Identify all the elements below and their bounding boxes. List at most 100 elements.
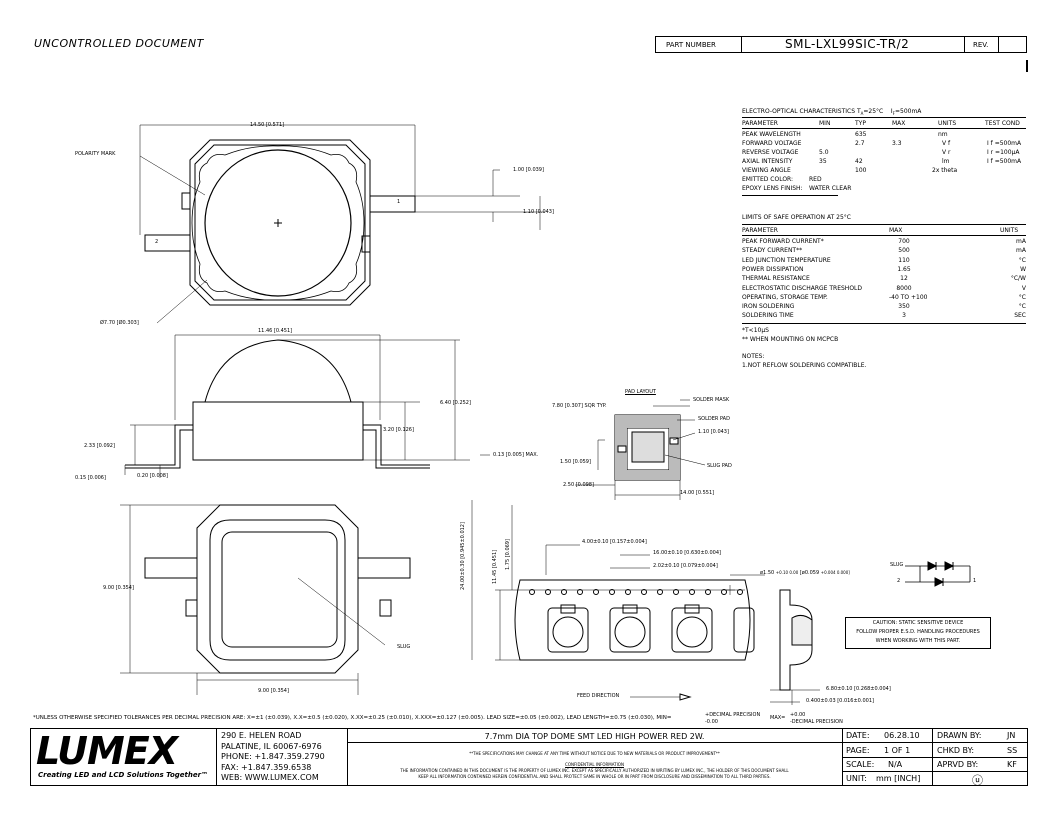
chkd-value: SS (1007, 746, 1018, 755)
pad-d1400: 14.00 [0.551] (680, 490, 715, 496)
eo-header-row: PARAMETER MIN TYP MAX UNITS TEST COND (742, 120, 1020, 127)
addr-web: WEB: WWW.LUMEX.COM (221, 773, 319, 782)
caution-box: CAUTION: STATIC SENSITIVE DEVICE FOLLOW … (845, 617, 991, 649)
lumex-logo: LUMEX (36, 729, 178, 773)
date-label: DATE: (846, 731, 870, 740)
part-number-label: PART NUMBER (666, 41, 716, 49)
tape-drawing (471, 500, 820, 705)
tape-t4: ø1.50 +0.10 0.00 [ø0.059 +0.004 0.000] (760, 570, 850, 576)
dim-diameter: Ø7.70 [Ø0.303] (100, 320, 139, 326)
side-view (124, 334, 490, 478)
pad-solder-mask: SOLDER MASK (693, 397, 730, 403)
confidential-2: KEEP ALL INFORMATION CONTAINED HEREIN CO… (418, 774, 771, 779)
pad-d250: 2.50 [0.098] (563, 482, 594, 488)
notes-1: 1.NOT REFLOW SOLDERING COMPATIBLE. (742, 362, 867, 369)
dim-020: 0.20 [0.008] (137, 473, 168, 479)
limits-row: OPERATING, STORAGE TEMP.-40 TO +100°C (742, 293, 1026, 301)
feed-direction: FEED DIRECTION (577, 693, 620, 699)
slug-label: SLUG (397, 644, 411, 650)
caution-l2: FOLLOW PROPER E.S.D. HANDLING PROCEDURES (856, 629, 980, 635)
dim-top-width: 14.50 [0.571] (250, 122, 285, 128)
addr-fax: FAX: +1.847.359.6538 (221, 763, 312, 772)
addr-phone: PHONE: +1.847.359.2790 (221, 752, 325, 761)
pad-d150: 1.50 [0.059] (560, 459, 591, 465)
eo-title: ELECTRO-OPTICAL CHARACTERISTICS TA=25°C … (742, 108, 922, 117)
date-value: 06.28.10 (884, 731, 920, 740)
limits-note1: *T<10μS (742, 327, 769, 334)
schem-slug: SLUG (890, 562, 904, 568)
uncontrolled-label: UNCONTROLLED DOCUMENT (34, 37, 204, 50)
unit-value: mm [INCH] (876, 774, 921, 783)
tol-max-top: +0.00 (790, 712, 806, 718)
dim-233: 2.33 [0.092] (84, 443, 115, 449)
tape-v3: 1.75 [0.069] (505, 539, 511, 570)
notes-title: NOTES: (742, 353, 765, 360)
dim-013: 0.13 [0.005] MAX. (493, 452, 539, 458)
eo-lens-row: EPOXY LENS FINISH:WATER CLEAR (742, 185, 852, 192)
schem-pin2: 2 (897, 578, 901, 584)
tape-v1: 24.00±0.30 [0.945±0.012] (460, 522, 466, 590)
tape-t6: 0.400±0.03 [0.016±0.001] (806, 698, 874, 704)
scale-label: SCALE: (846, 760, 875, 769)
pad-solder-pad: SOLDER PAD (698, 416, 730, 422)
drawn-label: DRAWN BY: (937, 731, 982, 740)
tol-min-bot: -0.00 (705, 719, 718, 725)
pad-slug-pad: SLUG PAD (707, 463, 732, 469)
limits-note2: ** WHEN MOUNTING ON MCPCB (742, 336, 839, 343)
pad-layout-drawing (575, 399, 706, 500)
dim-bottom-width: 9.00 [0.354] (258, 688, 289, 694)
ul-mark-icon: ⓤ (972, 774, 983, 787)
addr-1: 290 E. HELEN ROAD (221, 731, 302, 740)
eo-emitted-row: EMITTED COLOR:RED (742, 176, 822, 183)
confidential-title: CONFIDENTIAL INFORMATION (565, 762, 624, 767)
unit-label: UNIT: (846, 774, 867, 783)
tape-t1: 4.00±0.10 [0.157±0.004] (582, 539, 647, 545)
scale-value: N/A (888, 760, 903, 769)
dim-bottom-height: 9.00 [0.354] (103, 585, 134, 591)
dim-side-width: 11.46 [0.451] (258, 328, 293, 334)
dim-d1: 1.00 [0.039] (513, 167, 544, 173)
dim-height: 6.40 [0.252] (440, 400, 471, 406)
limits-header-row: PARAMETER MAX UNITS (742, 227, 1019, 234)
addr-2: PALATINE, IL 60067-6976 (221, 742, 322, 751)
spec-note: **THE SPECIFICATIONS MAY CHANGE AT ANY T… (469, 751, 720, 756)
part-number-box (655, 36, 1027, 53)
dim-015: 0.15 [0.006] (75, 475, 106, 481)
tolerance-text: *UNLESS OTHERWISE SPECIFIED TOLERANCES P… (33, 715, 672, 721)
part-description: 7.7mm DIA TOP DOME SMT LED HIGH POWER RE… (484, 732, 705, 741)
bottom-view (120, 504, 411, 695)
page-value: 1 OF 1 (884, 746, 911, 755)
aprvd-value: KF (1007, 760, 1017, 769)
schem-pin1: 1 (973, 578, 977, 584)
dim-body-height: 3.20 [0.126] (383, 427, 414, 433)
chkd-label: CHKD BY: (937, 746, 975, 755)
tol-max-label: MAX= (770, 715, 786, 721)
pad-layout-title: PAD LAYOUT (625, 389, 656, 395)
pin-1-label: 1 (397, 199, 401, 205)
tape-t5: 6.80±0.10 [0.268±0.004] (826, 686, 891, 692)
limits-title: LIMITS OF SAFE OPERATION AT 25°C (742, 214, 851, 221)
dim-d2: 1.10 [0.043] (523, 209, 554, 215)
part-number-value: SML-LXL99SIC-TR/2 (785, 37, 910, 51)
aprvd-label: APRVD BY: (937, 760, 979, 769)
tape-t2: 16.00±0.10 [0.630±0.004] (653, 550, 721, 556)
caution-l1: CAUTION: STATIC SENSITIVE DEVICE (872, 620, 964, 626)
confidential-1: THE INFORMATION CONTAINED IN THIS DOCUME… (400, 768, 789, 773)
caution-l3: WHEN WORKING WITH THIS PART. (875, 638, 961, 644)
page-label: PAGE: (846, 746, 870, 755)
rev-label: REV. (973, 41, 989, 49)
tol-min-top: +DECIMAL PRECISION (705, 712, 761, 718)
drawn-value: JN (1007, 731, 1016, 740)
tape-v2: 11.45 [0.451] (492, 549, 498, 584)
